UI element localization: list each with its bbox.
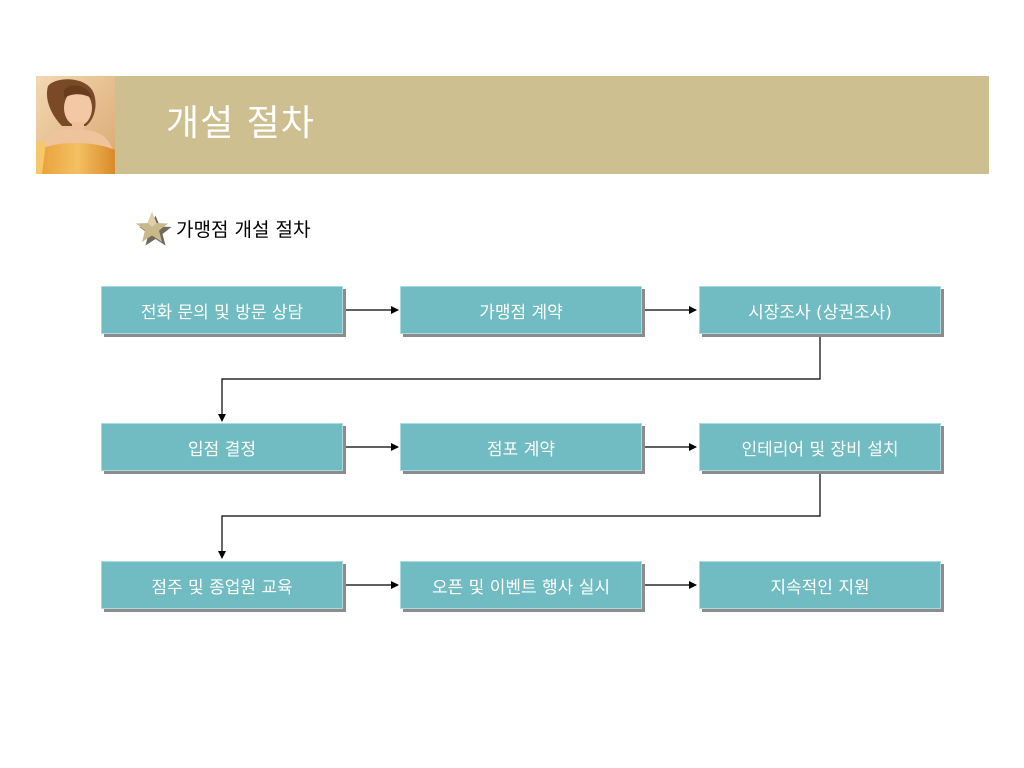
step-box-2: 가맹점 계약 [400, 286, 642, 334]
step-label-3: 시장조사 (상권조사) [748, 302, 892, 323]
step-label-9: 지속적인 지원 [770, 577, 870, 598]
step-label-1: 전화 문의 및 방문 상담 [140, 302, 304, 323]
section-heading: 가맹점 개설 절차 [132, 208, 310, 248]
step-box-4: 입점 결정 [101, 423, 343, 471]
step-label-5: 점포 계약 [487, 439, 555, 460]
step-box-5: 점포 계약 [400, 423, 642, 471]
step-box-1: 전화 문의 및 방문 상담 [101, 286, 343, 334]
step-label-2: 가맹점 계약 [479, 302, 563, 323]
woman-photo-image [36, 76, 115, 174]
step-label-7: 점주 및 종업원 교육 [151, 577, 293, 598]
step-label-8: 오픈 및 이벤트 행사 실시 [431, 577, 610, 598]
step-box-6: 인테리어 및 장비 설치 [699, 423, 941, 471]
connector-3-4 [218, 335, 821, 422]
step-box-3: 시장조사 (상권조사) [699, 286, 941, 334]
title-bar: 개설 절차 [36, 76, 989, 174]
star-icon [136, 212, 172, 246]
connector-6-7 [218, 472, 821, 559]
step-label-4: 입점 결정 [188, 439, 256, 460]
page-title: 개설 절차 [166, 103, 315, 144]
step-box-7: 점주 및 종업원 교육 [101, 561, 343, 609]
step-label-6: 인테리어 및 장비 설치 [741, 439, 899, 460]
section-heading-text: 가맹점 개설 절차 [176, 218, 311, 241]
step-box-8: 오픈 및 이벤트 행사 실시 [400, 561, 642, 609]
header-photo [36, 76, 115, 174]
step-box-9: 지속적인 지원 [699, 561, 941, 609]
